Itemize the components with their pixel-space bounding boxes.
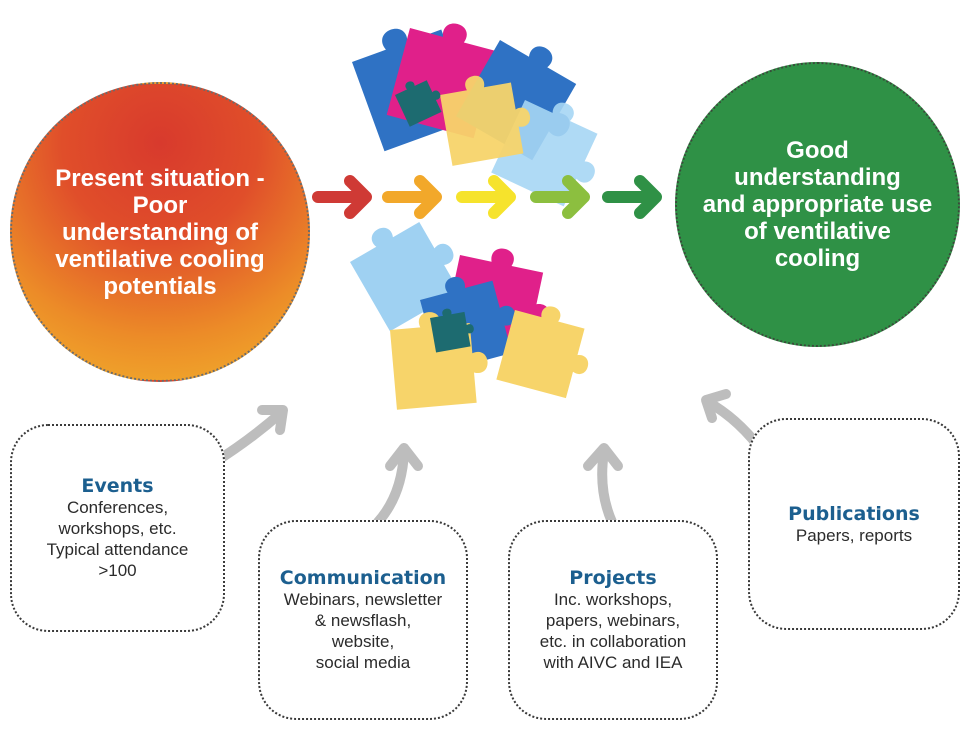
communication-line: Webinars, newsletter <box>283 590 443 609</box>
goal-line: of ventilative <box>744 218 891 245</box>
publications-line: Papers, reports <box>795 525 913 545</box>
feedback-arrow-communication <box>373 443 423 527</box>
communication-box: Communication Webinars, newsletter & new… <box>258 520 468 720</box>
publications-title: Publications <box>788 502 920 525</box>
feedback-arrow-projects <box>583 443 623 527</box>
present-situation-line: Present situation - <box>55 164 265 192</box>
communication-line: & newsflash, <box>314 611 412 630</box>
publications-box: Publications Papers, reports <box>748 418 960 630</box>
present-situation-line: potentials <box>103 272 217 300</box>
projects-title: Projects <box>569 567 657 589</box>
events-line: Typical attendance <box>46 540 189 559</box>
projects-line: with AIVC and IEA <box>543 653 683 672</box>
projects-line: etc. in collaboration <box>539 632 687 651</box>
puzzle-cluster-bottom <box>342 202 601 410</box>
events-line: workshops, etc. <box>58 519 177 538</box>
projects-line: papers, webinars, <box>545 611 681 630</box>
arrow-lightgreen <box>530 175 590 219</box>
communication-line: social media <box>315 653 411 672</box>
events-line: Conferences, <box>66 498 169 517</box>
events-box: Events Conferences, workshops, etc. Typi… <box>10 424 225 632</box>
events-line: >100 <box>98 561 137 580</box>
progress-arrows <box>312 175 662 219</box>
goal-line: understanding <box>734 164 901 191</box>
arrow-red <box>312 175 372 219</box>
arrow-green <box>602 175 662 219</box>
projects-box: Projects Inc. workshops, papers, webinar… <box>508 520 718 720</box>
communication-title: Communication <box>279 567 447 589</box>
communication-line: website, <box>331 632 395 651</box>
present-situation-line: understanding of <box>62 218 258 246</box>
events-title: Events <box>81 475 154 497</box>
goal-line: Good <box>786 137 849 164</box>
present-situation-circle: Present situation - Poor understanding o… <box>10 82 310 382</box>
goal-line: and appropriate use <box>702 191 933 218</box>
feedback-arrow-events <box>210 405 288 467</box>
goal-line: cooling <box>774 245 861 272</box>
goal-circle: Good understanding and appropriate use o… <box>675 62 960 347</box>
present-situation-line: Poor <box>132 191 188 219</box>
arrow-yellow <box>456 175 516 219</box>
projects-line: Inc. workshops, <box>553 590 673 609</box>
arrow-orange <box>382 175 442 219</box>
feedback-arrows <box>210 389 770 527</box>
present-situation-line: ventilative cooling <box>55 245 265 273</box>
